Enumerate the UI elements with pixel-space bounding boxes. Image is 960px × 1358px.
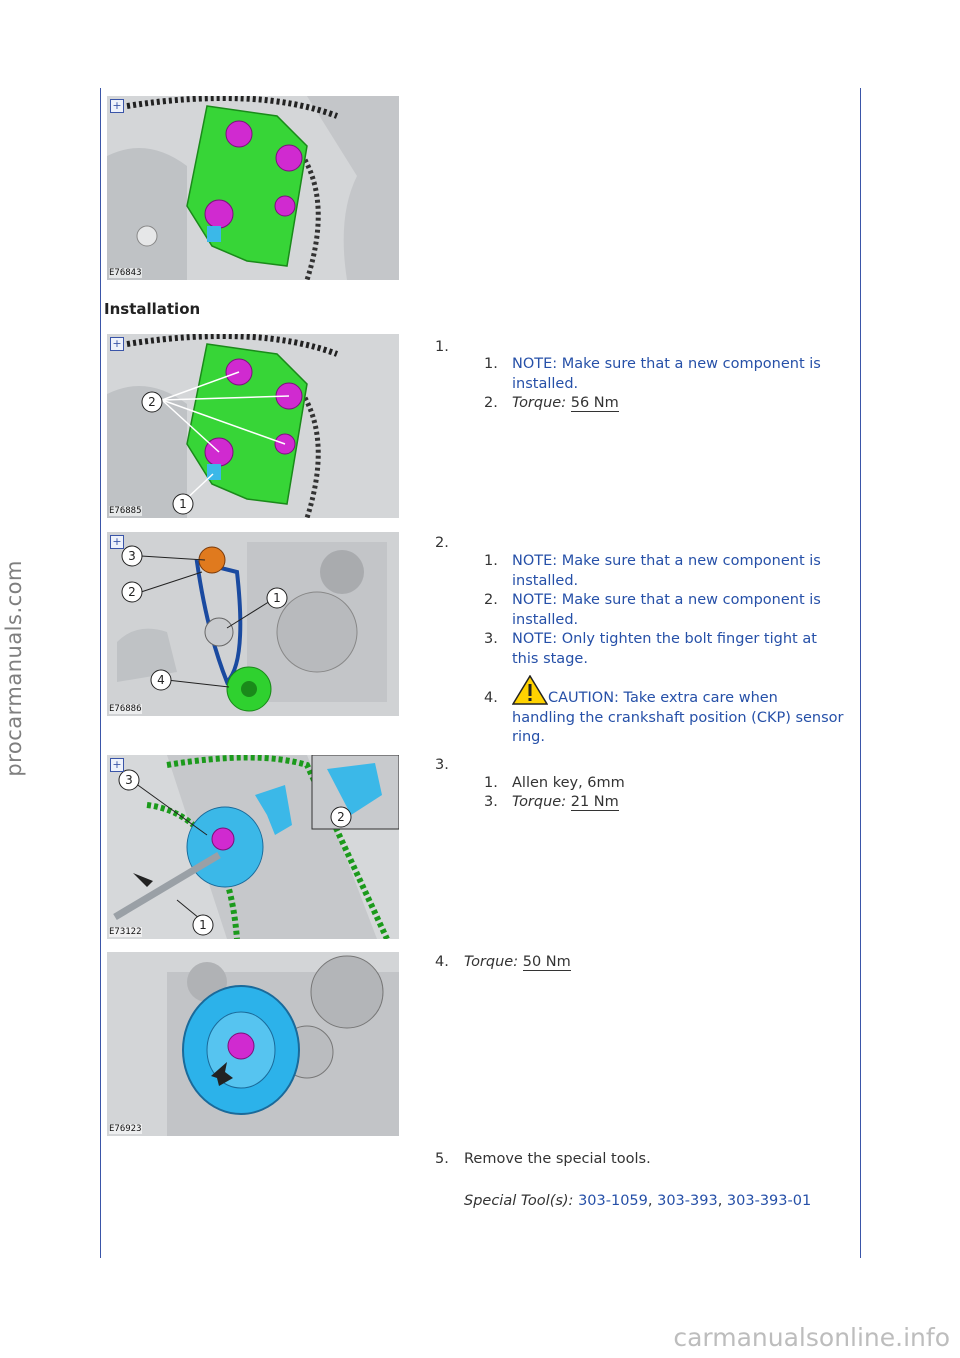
callout-2: 2 (148, 395, 156, 409)
callout-1: 1 (179, 497, 187, 511)
step-2-sub-2: 2. NOTE: Make sure that a new component … (484, 591, 844, 630)
step-2-sub-1: 1. NOTE: Make sure that a new component … (484, 552, 844, 591)
special-tools: Special Tool(s): 303-1059, 303-393, 303-… (464, 1193, 811, 1209)
callout-4: 4 (157, 673, 165, 687)
tool-link-3[interactable]: 303-393-01 (726, 1193, 812, 1209)
step-2-sub-3: 3. NOTE: Only tighten the bolt finger ti… (484, 630, 844, 669)
step-3-number: 3. (435, 757, 449, 773)
sub-number: 1. (484, 775, 498, 791)
callout-1: 1 (199, 918, 207, 932)
torque-label: Torque: (512, 794, 567, 810)
sub-number: 1. (484, 553, 498, 569)
sub-number: 3. (484, 794, 498, 810)
step-2-sub-4: 4. CAUTION: Take extra care when handlin… (484, 675, 844, 748)
zoom-icon[interactable]: + (110, 337, 124, 351)
sub-number: 1. (484, 356, 498, 372)
figure-2: 2 1 + E76885 (107, 334, 399, 518)
zoom-icon[interactable]: + (110, 535, 124, 549)
special-tools-label: Special Tool(s): (464, 1193, 574, 1209)
torque-label: Torque: (464, 954, 519, 970)
figure-5: E76923 (107, 952, 399, 1136)
callout-2: 2 (337, 810, 345, 824)
step-3-sub-1: 1. Allen key, 6mm (484, 774, 844, 794)
torque-value[interactable]: 21 Nm (570, 794, 619, 811)
figure-1: + E76843 (107, 96, 399, 280)
callout-2: 2 (128, 585, 136, 599)
figure-label: E76843 (109, 268, 142, 278)
figure-label: E73122 (109, 927, 142, 937)
callout-3: 3 (128, 549, 136, 563)
tool-link-2[interactable]: 303-393 (657, 1193, 718, 1209)
step-4-number: 4. (435, 954, 449, 970)
sub-number: 3. (484, 631, 498, 647)
warning-icon (512, 675, 548, 705)
separator: , (717, 1193, 723, 1209)
step-4-torque: Torque: 50 Nm (464, 954, 571, 971)
note-text: NOTE: Make sure that a new component is … (512, 553, 821, 589)
step-3-sub-2: 3. Torque: 21 Nm (484, 793, 844, 813)
zoom-icon[interactable]: + (110, 758, 124, 772)
step-5-text: Remove the special tools. (464, 1151, 651, 1167)
right-rule (860, 88, 861, 1258)
step-1-sub-1: 1. NOTE: Make sure that a new component … (484, 355, 844, 394)
callout-3: 3 (125, 773, 133, 787)
figure-4: 3 2 1 + E73122 (107, 755, 399, 939)
step-1-sub-2: 2. Torque: 56 Nm (484, 394, 844, 414)
side-watermark: procarmanuals.com (2, 560, 26, 777)
note-text: NOTE: Make sure that a new component is … (512, 592, 821, 628)
sub-number: 2. (484, 592, 498, 608)
left-rule (100, 88, 101, 1258)
caution-text: CAUTION: Take extra care when handling t… (512, 690, 844, 745)
separator: , (647, 1193, 653, 1209)
tool-link-1[interactable]: 303-1059 (578, 1193, 648, 1209)
step-1-number: 1. (435, 339, 449, 355)
tool-text: Allen key, 6mm (512, 775, 625, 791)
figure-3: 3 2 1 4 + E76886 (107, 532, 399, 716)
figure-label: E76923 (109, 1124, 142, 1134)
zoom-icon[interactable]: + (110, 99, 124, 113)
section-heading: Installation (104, 300, 201, 318)
bottom-watermark: carmanualsonline.info (673, 1323, 950, 1352)
note-text: NOTE: Only tighten the bolt finger tight… (512, 631, 817, 667)
step-2-number: 2. (435, 535, 449, 551)
figure-label: E76886 (109, 704, 142, 714)
step-5-number: 5. (435, 1151, 449, 1167)
sub-number: 2. (484, 395, 498, 411)
torque-value[interactable]: 56 Nm (570, 395, 619, 412)
figure-label: E76885 (109, 506, 142, 516)
callout-1: 1 (273, 591, 281, 605)
torque-value[interactable]: 50 Nm (522, 954, 571, 971)
note-text: NOTE: Make sure that a new component is … (512, 356, 821, 392)
torque-label: Torque: (512, 395, 567, 411)
sub-number: 4. (484, 690, 498, 706)
